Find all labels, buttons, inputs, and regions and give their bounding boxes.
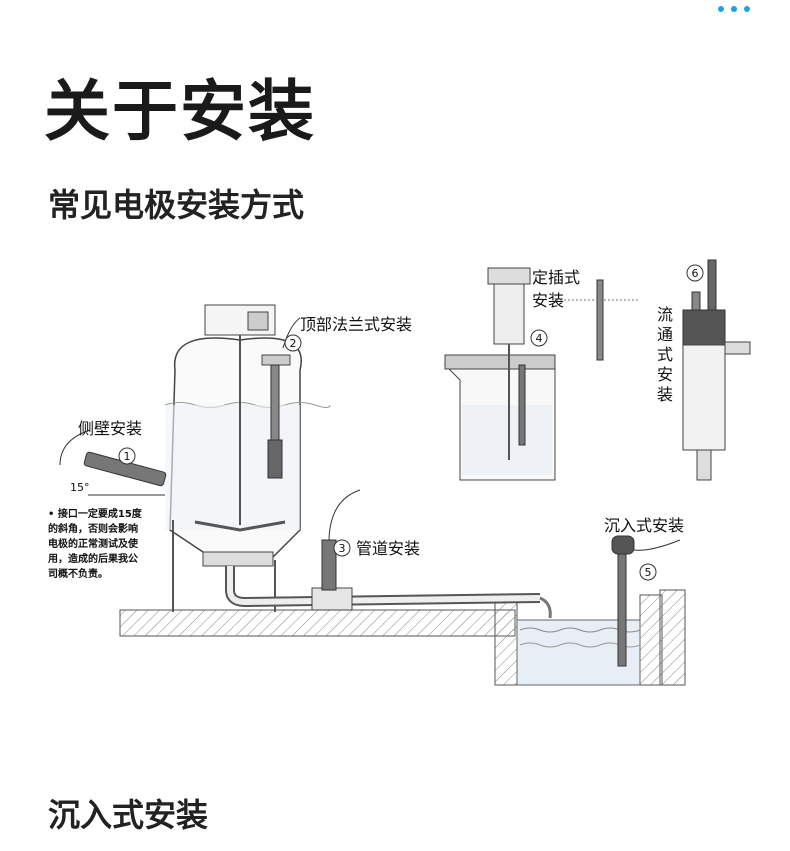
number-6: 6 bbox=[692, 267, 699, 280]
label-flow-through: 流 bbox=[657, 305, 673, 324]
note-line: 电极的正常测试及使 bbox=[48, 537, 139, 550]
label-immersion: 沉入式安装 bbox=[604, 516, 684, 535]
svg-text:电极的正常测试及使: 电极的正常测试及使 bbox=[48, 537, 139, 550]
installation-diagram: 1 15° 侧壁安装 • 接口一定要成15度 的斜角，否则会影响 电极的正常测试… bbox=[47, 259, 751, 686]
dot bbox=[744, 6, 750, 12]
label-flow-through: 通 bbox=[657, 325, 673, 344]
note-line: 司概不负责。 bbox=[48, 567, 108, 580]
electrode-side-wall: 1 15° 侧壁安装 bbox=[59, 419, 167, 496]
number-2: 2 bbox=[290, 337, 297, 350]
reactor-fixed-insert: 4 定插式 安装 bbox=[443, 267, 640, 481]
electrode-pipeline: 3 管道安装 bbox=[321, 489, 420, 591]
note-line: 的斜角，否则会影响 bbox=[48, 522, 138, 535]
more-dots-icon[interactable] bbox=[718, 6, 750, 12]
label-fixed-insert: 定插式 bbox=[532, 268, 580, 287]
label-pipeline: 管道安装 bbox=[356, 539, 420, 558]
page-title: 关于安装 bbox=[44, 73, 316, 150]
label-flow-through: 式 bbox=[657, 345, 673, 364]
flow-through-cell: 6 流 通 式 安 装 bbox=[657, 259, 751, 481]
number-3: 3 bbox=[339, 542, 346, 555]
note-line: • 接口一定要成15度 bbox=[48, 507, 143, 520]
pipeline bbox=[225, 566, 552, 619]
dot bbox=[718, 6, 724, 12]
svg-text:司概不负责。: 司概不负责。 bbox=[48, 567, 108, 580]
svg-text:用，造成的后果我公: 用，造成的后果我公 bbox=[47, 552, 138, 565]
number-5: 5 bbox=[645, 566, 652, 579]
label-fixed-insert-2: 安装 bbox=[532, 291, 564, 310]
installation-note: • 接口一定要成15度 的斜角，否则会影响 电极的正常测试及使 用，造成的后果我… bbox=[47, 507, 143, 580]
ground-slab bbox=[119, 589, 686, 686]
dot bbox=[731, 6, 737, 12]
vessel bbox=[164, 304, 331, 612]
label-flow-through: 安 bbox=[657, 365, 673, 384]
number-1: 1 bbox=[124, 450, 131, 463]
section-title: 常见电极安装方式 bbox=[48, 186, 305, 224]
angle-label: 15° bbox=[70, 481, 90, 494]
footer-section-title: 沉入式安装 bbox=[48, 796, 209, 834]
label-flow-through: 装 bbox=[657, 385, 673, 404]
label-side-wall: 侧壁安装 bbox=[78, 419, 142, 438]
electrode-top-flange: 2 顶部法兰式安装 bbox=[261, 315, 412, 479]
label-top-flange: 顶部法兰式安装 bbox=[300, 315, 412, 334]
number-4: 4 bbox=[536, 332, 543, 345]
svg-text:• 接口一定要成15度: • 接口一定要成15度 bbox=[48, 507, 143, 520]
electrode-immersion: 5 沉入式安装 bbox=[604, 516, 684, 667]
note-line: 用，造成的后果我公 bbox=[47, 552, 138, 565]
svg-text:的斜角，否则会影响: 的斜角，否则会影响 bbox=[48, 522, 138, 535]
